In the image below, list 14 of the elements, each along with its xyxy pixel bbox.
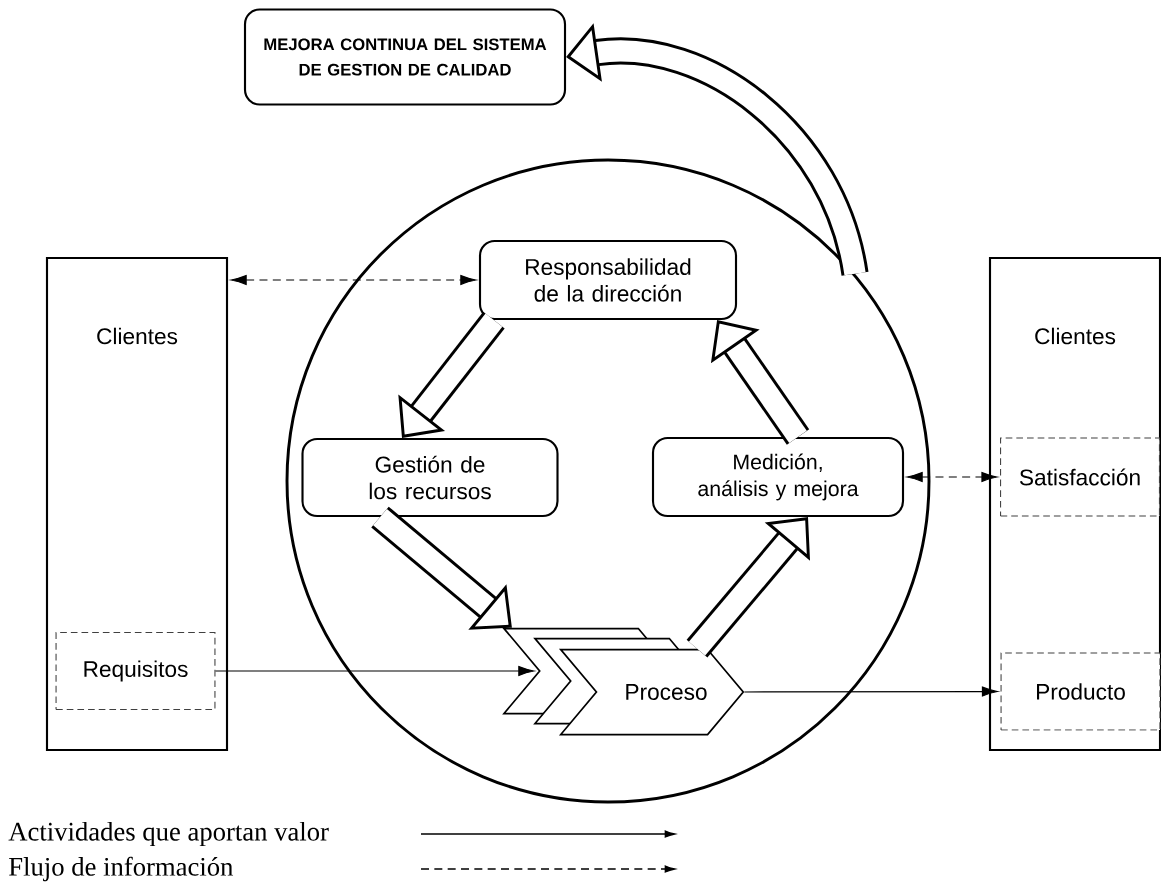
result-box: Satisfacción [1000,437,1160,517]
requirement-box: Requisitos [55,631,216,711]
process-chevron: Proceso [502,627,745,736]
block-arrow [371,506,512,630]
block-arrow [398,311,505,438]
arrow [214,666,535,676]
process-box: Responsabilidad de la dirección [478,239,738,321]
result-box: Producto [1000,652,1161,731]
legend-text: Actividades que aportan valor [8,821,329,847]
large-circle [285,158,931,804]
arrow [906,472,998,483]
legend-text: Flujo de información [9,856,234,882]
arrow [230,275,477,286]
block-arrow [710,320,810,445]
